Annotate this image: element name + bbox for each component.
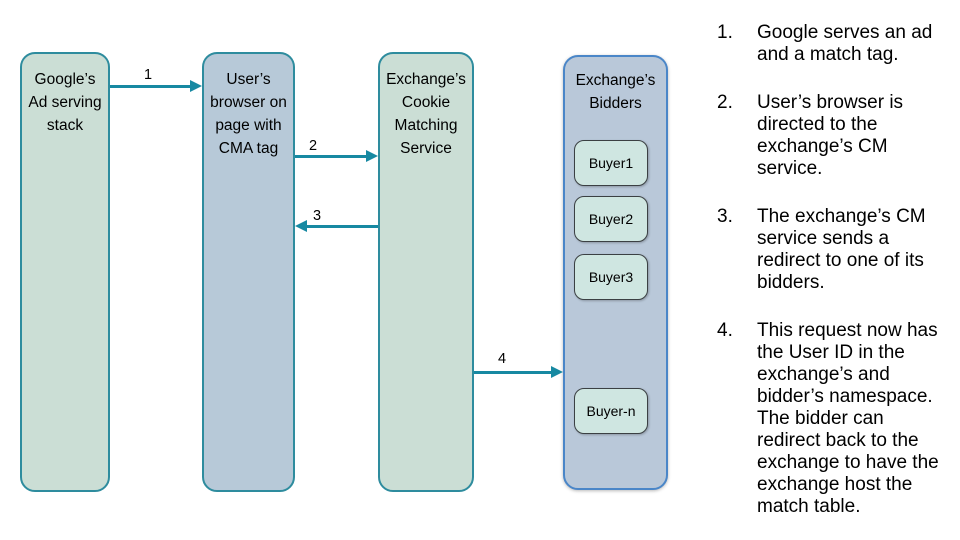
step-3-number: 3.: [717, 206, 733, 227]
arrow-3-cms-to-browser: [295, 220, 378, 232]
step-3-text: The exchange’s CM service sends a redire…: [757, 206, 926, 293]
step-1-number: 1.: [717, 22, 733, 43]
steps-list: 1. Google serves an ad and a match tag. …: [717, 22, 953, 518]
step-item-4: 4. This request now has the User ID in t…: [717, 320, 953, 518]
bidders-title: Exchange’s Bidders: [575, 72, 656, 112]
step-1-text: Google serves an ad and a match tag.: [757, 22, 933, 65]
arrow-1-google-to-browser: [110, 80, 202, 92]
arrow-4-label: 4: [497, 351, 507, 367]
node-google-ad-serving-stack: Google’s Ad serving stack: [20, 52, 110, 492]
buyer-2-box: Buyer2: [574, 196, 648, 242]
node-exchange-bidders: Exchange’s Bidders Buyer1 Buyer2 Buyer3 …: [563, 55, 668, 490]
node-exchange-cookie-matching-service: Exchange’s Cookie Matching Service: [378, 52, 474, 492]
node-users-browser: User’s browser on page with CMA tag: [202, 52, 295, 492]
arrow-3-label: 3: [312, 208, 322, 224]
step-item-2: 2. User’s browser is directed to the exc…: [717, 92, 953, 180]
step-2-text: User’s browser is directed to the exchan…: [757, 92, 904, 179]
arrow-1-label: 1: [143, 67, 153, 83]
step-2-number: 2.: [717, 92, 733, 113]
step-item-3: 3. The exchange’s CM service sends a red…: [717, 206, 953, 294]
arrow-4-cms-to-bidders: [474, 366, 563, 378]
arrow-2-label: 2: [308, 138, 318, 154]
buyer-1-box: Buyer1: [574, 140, 648, 186]
buyer-n-box: Buyer-n: [574, 388, 648, 434]
arrow-2-browser-to-cms: [295, 150, 378, 162]
step-4-number: 4.: [717, 320, 733, 341]
buyer-3-box: Buyer3: [574, 254, 648, 300]
step-4-text: This request now has the User ID in the …: [757, 320, 939, 517]
step-item-1: 1. Google serves an ad and a match tag.: [717, 22, 953, 66]
